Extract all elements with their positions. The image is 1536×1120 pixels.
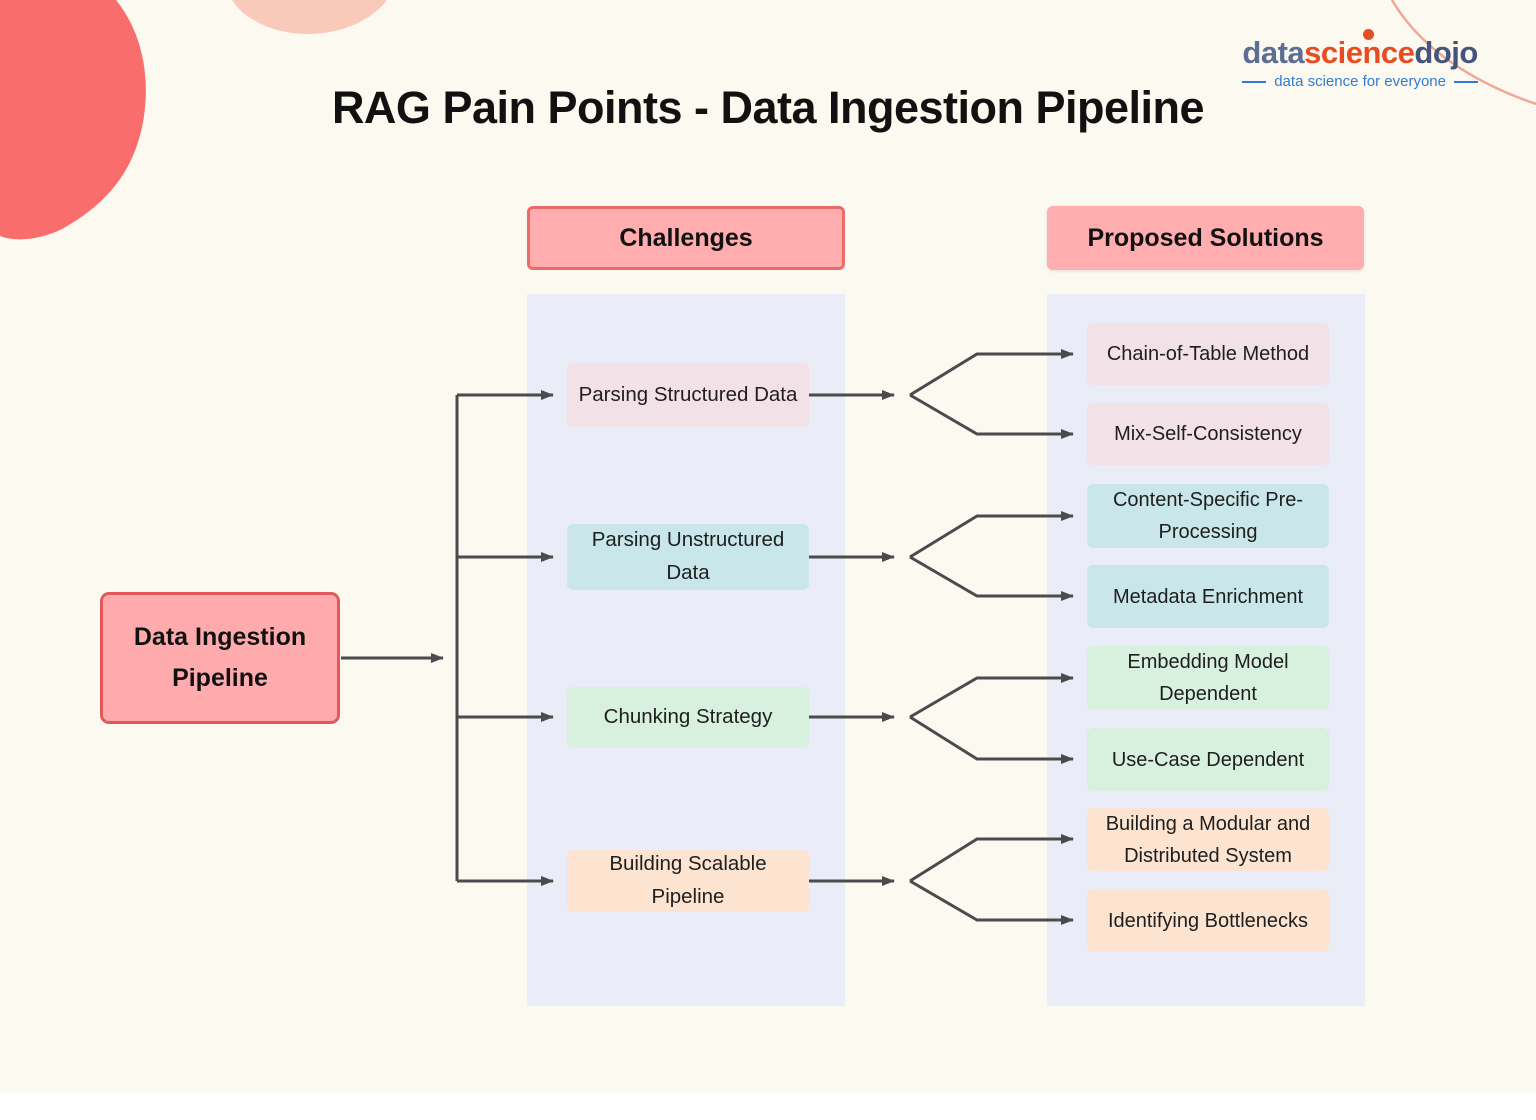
root-node-data-ingestion-pipeline: Data Ingestion Pipeline — [100, 592, 340, 724]
peach-blob — [232, 0, 387, 34]
challenge-node-parsing-unstructured-data: Parsing Unstructured Data — [567, 524, 809, 590]
logo-word-data: data — [1242, 35, 1305, 70]
solution-node-use-case-dependent: Use-Case Dependent — [1087, 728, 1329, 791]
solution-node-building-modular-distributed-system: Building a Modular and Distributed Syste… — [1087, 808, 1329, 871]
challenge-node-chunking-strategy: Chunking Strategy — [567, 687, 809, 748]
solution-node-chain-of-table-method: Chain-of-Table Method — [1087, 323, 1329, 385]
solution-node-metadata-enrichment: Metadata Enrichment — [1087, 565, 1329, 628]
solution-node-mix-self-consistency: Mix-Self-Consistency — [1087, 403, 1329, 465]
challenges-header: Challenges — [527, 206, 845, 270]
logo-word-dojo: dojo — [1414, 35, 1478, 70]
challenge-node-parsing-structured-data: Parsing Structured Data — [567, 363, 809, 427]
solution-node-identifying-bottlenecks: Identifying Bottlenecks — [1087, 889, 1329, 952]
tagline-dash-left — [1242, 80, 1267, 83]
logo-word-science: science — [1304, 35, 1415, 70]
bottom-strip — [0, 1094, 1536, 1120]
solution-node-embedding-model-dependent: Embedding Model Dependent — [1087, 646, 1329, 710]
solutions-header: Proposed Solutions — [1047, 206, 1364, 270]
solution-node-content-specific-pre-processing: Content-Specific Pre-Processing — [1087, 484, 1329, 548]
person-head-icon — [1363, 29, 1374, 40]
challenge-node-building-scalable-pipeline: Building Scalable Pipeline — [567, 850, 809, 912]
page-title: RAG Pain Points - Data Ingestion Pipelin… — [331, 82, 1205, 133]
logo-wordmark: datasciencedojo — [1242, 29, 1478, 70]
